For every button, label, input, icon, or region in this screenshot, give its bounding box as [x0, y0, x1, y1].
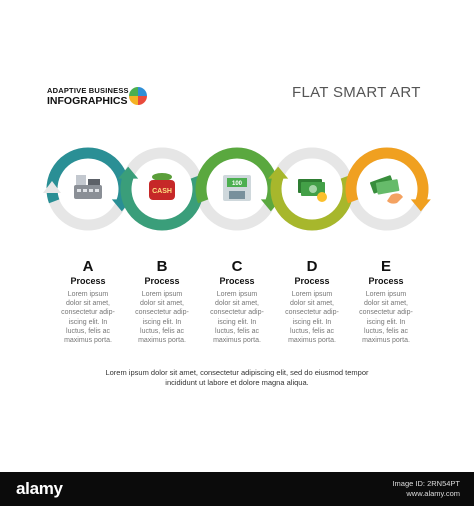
- page-title: FLAT SMART ART: [292, 84, 421, 101]
- step-letter: D: [306, 258, 318, 275]
- cash-bag-icon: CASH: [149, 173, 175, 200]
- arrowhead: [410, 199, 431, 212]
- brand-block: ADAPTIVE BUSINESS INFOGRAPHICS: [47, 86, 129, 107]
- entry-arrowhead: [43, 181, 61, 193]
- atm-label: 100: [232, 181, 243, 187]
- step-title: Process: [368, 276, 404, 286]
- stock-image-id: Image ID: 2RN54PT www.alamy.com: [392, 479, 460, 498]
- process-ring-diagram: CASH 100: [43, 147, 431, 231]
- money-hand-icon: [370, 175, 403, 204]
- banknotes-coins-icon: [298, 179, 327, 202]
- brand-line2: INFOGRAPHICS: [47, 95, 128, 107]
- stock-watermark-bar: alamy Image ID: 2RN54PT www.alamy.com: [0, 472, 474, 506]
- arrowhead: [268, 166, 289, 179]
- ring-arc: [345, 147, 429, 204]
- step-letter: C: [231, 258, 243, 275]
- footer-paragraph: Lorem ipsum dolor sit amet, consectetur …: [105, 368, 369, 387]
- brand-line1: ADAPTIVE BUSINESS: [47, 86, 129, 95]
- step-letter: A: [82, 258, 94, 275]
- alamy-logo: alamy: [16, 479, 63, 498]
- cash-register-icon: [74, 175, 102, 199]
- step-title: Process: [70, 276, 106, 286]
- step-letter: B: [156, 258, 168, 275]
- step-title: Process: [219, 276, 255, 286]
- atm-icon: 100: [223, 175, 251, 201]
- step-letter: E: [380, 258, 391, 275]
- cash-bag-label: CASH: [152, 188, 172, 195]
- step-title: Process: [144, 276, 180, 286]
- pie-chart-icon: [129, 87, 147, 105]
- arrowhead: [118, 166, 139, 179]
- step-title: Process: [294, 276, 330, 286]
